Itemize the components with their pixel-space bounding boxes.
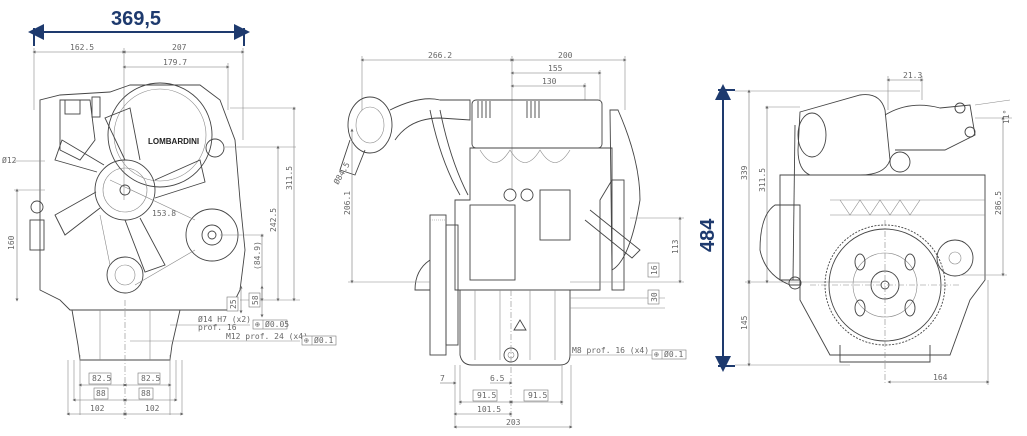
dim-rear-339: 339 bbox=[740, 165, 749, 180]
dim-side-7: 7 bbox=[440, 374, 445, 383]
dim-front-207: 207 bbox=[172, 43, 187, 52]
dim-front-82-5-right: 82.5 bbox=[141, 374, 160, 383]
dim-side-200: 200 bbox=[558, 51, 573, 60]
position-tolerance-symbol: ⊕ bbox=[255, 320, 260, 329]
dim-side-203: 203 bbox=[506, 418, 521, 427]
dim-side-101-5: 101.5 bbox=[477, 405, 501, 414]
dim-side-206-1: 206.1 bbox=[343, 191, 352, 215]
overall-width-dimension: 369,5 bbox=[28, 8, 250, 46]
dim-front-88-left: 88 bbox=[96, 389, 106, 398]
position-tolerance-symbol: ⊕ bbox=[654, 350, 659, 359]
dim-rear-311-5: 311.5 bbox=[758, 168, 767, 192]
overall-height-dimension: 484 bbox=[697, 84, 735, 372]
rear-view: 339 311.5 145 bbox=[735, 71, 1012, 385]
side-view: 266.2 200 155 130 Ø84.5 bbox=[331, 51, 687, 429]
front-view: 162.5 207 179.7 LOMBARDINI bbox=[2, 43, 337, 420]
dim-side-155: 155 bbox=[548, 64, 563, 73]
callout-front-hole-tol: Ø0.05 bbox=[265, 319, 289, 329]
overall-height-label: 484 bbox=[697, 218, 719, 252]
dim-front-25: 25 bbox=[229, 299, 238, 309]
dim-rear-286-5: 286.5 bbox=[994, 191, 1003, 215]
callout-side-thread-tol: Ø0.1 bbox=[664, 349, 683, 359]
dim-front-162-5: 162.5 bbox=[70, 43, 94, 52]
dim-front-102-left: 102 bbox=[90, 404, 105, 413]
dim-side-130: 130 bbox=[542, 77, 557, 86]
cooling-fan bbox=[54, 107, 206, 273]
position-tolerance-symbol: ⊕ bbox=[304, 336, 309, 345]
dim-side-266-2: 266.2 bbox=[428, 51, 452, 60]
dim-side-91-5-right: 91.5 bbox=[528, 391, 547, 400]
dim-front-242-5: 242.5 bbox=[269, 208, 278, 232]
dim-rear-21-3: 21.3 bbox=[903, 71, 922, 80]
dim-front-58: 58 bbox=[251, 295, 260, 305]
brand-logo: LOMBARDINI bbox=[148, 137, 199, 146]
dim-side-6-5: 6.5 bbox=[490, 374, 505, 383]
dim-rear-145: 145 bbox=[740, 315, 749, 330]
dim-front-179-7: 179.7 bbox=[163, 58, 187, 67]
dim-side-30: 30 bbox=[650, 292, 659, 302]
dim-rear-164: 164 bbox=[933, 373, 948, 382]
dim-front-88-right: 88 bbox=[141, 389, 151, 398]
overall-width-label: 369,5 bbox=[111, 8, 161, 30]
callout-side-thread: M8 prof. 16 (x4) bbox=[572, 346, 649, 355]
callout-front-thread-tol: Ø0.1 bbox=[314, 335, 333, 345]
dim-rear-angle-11: 11° bbox=[1002, 110, 1011, 124]
dim-side-91-5-left: 91.5 bbox=[477, 391, 496, 400]
dim-front-dia-12: Ø12 bbox=[2, 155, 17, 165]
dim-front-160: 160 bbox=[7, 235, 16, 250]
dim-front-84-9: (84.9) bbox=[253, 241, 262, 270]
callout-front-hole-depth: prof. 16 bbox=[198, 323, 237, 332]
callout-front-thread: M12 prof. 24 (x4) bbox=[226, 332, 308, 341]
dim-side-16: 16 bbox=[650, 265, 659, 275]
dim-front-153-8: 153.8 bbox=[152, 209, 176, 218]
valve-cover-fins bbox=[477, 101, 540, 118]
dim-front-102-right: 102 bbox=[145, 404, 160, 413]
callout-front-hole: Ø14 H7 (x2) bbox=[198, 314, 251, 324]
dim-side-113: 113 bbox=[671, 239, 680, 254]
dim-front-311-5: 311.5 bbox=[285, 166, 294, 190]
dim-front-82-5-left: 82.5 bbox=[92, 374, 111, 383]
